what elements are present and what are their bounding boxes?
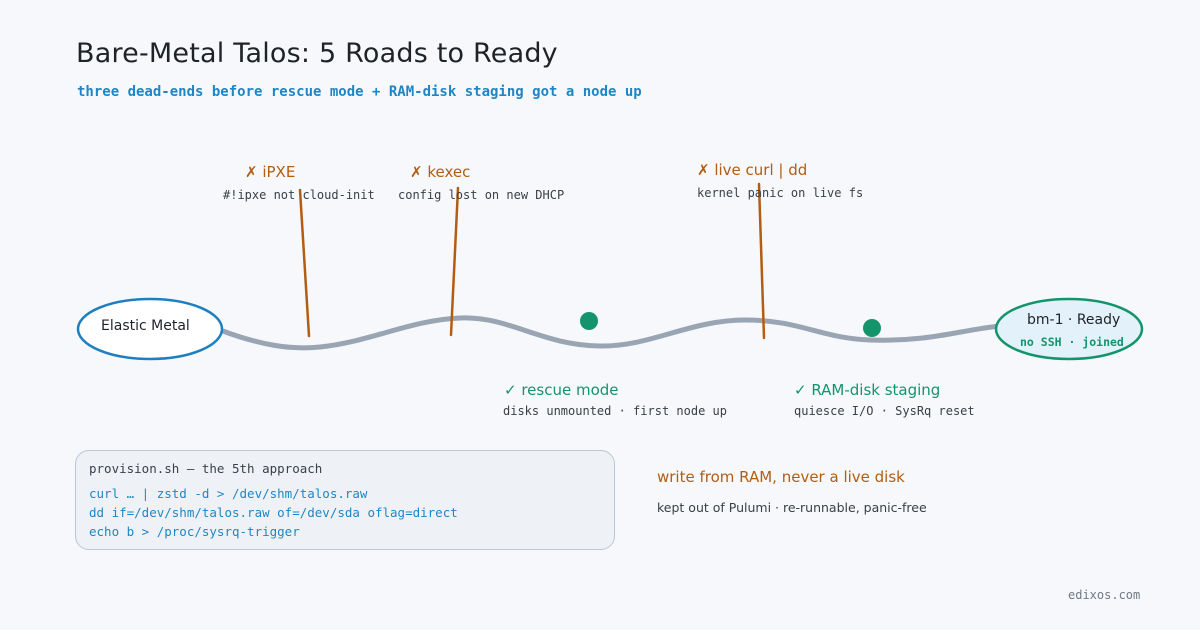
end-node-sublabel: no SSH · joined bbox=[1020, 335, 1124, 349]
dead-end-title: ✗ live curl | dd bbox=[697, 161, 808, 179]
code-block: provision.sh — the 5th approach curl … |… bbox=[75, 450, 615, 550]
end-node-label: bm-1 · Ready bbox=[1027, 312, 1121, 328]
dead-end-detail: config lost on new DHCP bbox=[398, 188, 565, 202]
start-node bbox=[76, 297, 224, 361]
page-title: Bare-Metal Talos: 5 Roads to Ready bbox=[76, 38, 558, 69]
dead-end-marker bbox=[757, 182, 766, 340]
success-detail: quiesce I/O · SysRq reset bbox=[794, 404, 975, 418]
code-line: dd if=/dev/shm/talos.raw of=/dev/sda ofl… bbox=[89, 505, 458, 520]
dead-end-marker bbox=[298, 188, 311, 338]
dead-end-detail: #!ipxe not cloud-init bbox=[223, 188, 375, 202]
note-title: write from RAM, never a live disk bbox=[657, 468, 905, 486]
start-node-label: Elastic Metal bbox=[101, 318, 190, 334]
success-title: ✓ RAM-disk staging bbox=[794, 381, 941, 399]
note-detail: kept out of Pulumi · re-runnable, panic-… bbox=[657, 500, 927, 515]
dead-end-marker bbox=[449, 186, 460, 337]
dead-end-title: ✗ iPXE bbox=[245, 163, 296, 181]
dead-end-detail: kernel panic on live fs bbox=[697, 186, 864, 200]
success-marker bbox=[863, 319, 881, 337]
dead-end-title: ✗ kexec bbox=[410, 163, 471, 181]
success-title: ✓ rescue mode bbox=[504, 381, 619, 399]
code-heading: provision.sh — the 5th approach bbox=[89, 461, 323, 476]
end-node bbox=[994, 297, 1144, 361]
code-line: curl … | zstd -d > /dev/shm/talos.raw bbox=[89, 486, 368, 501]
brand-watermark: edixos.com bbox=[1068, 588, 1141, 602]
success-detail: disks unmounted · first node up bbox=[503, 404, 727, 418]
road-path bbox=[217, 315, 1003, 351]
page-subtitle: three dead-ends before rescue mode + RAM… bbox=[77, 84, 642, 100]
success-marker bbox=[580, 312, 598, 330]
code-line: echo b > /proc/sysrq-trigger bbox=[89, 524, 300, 539]
